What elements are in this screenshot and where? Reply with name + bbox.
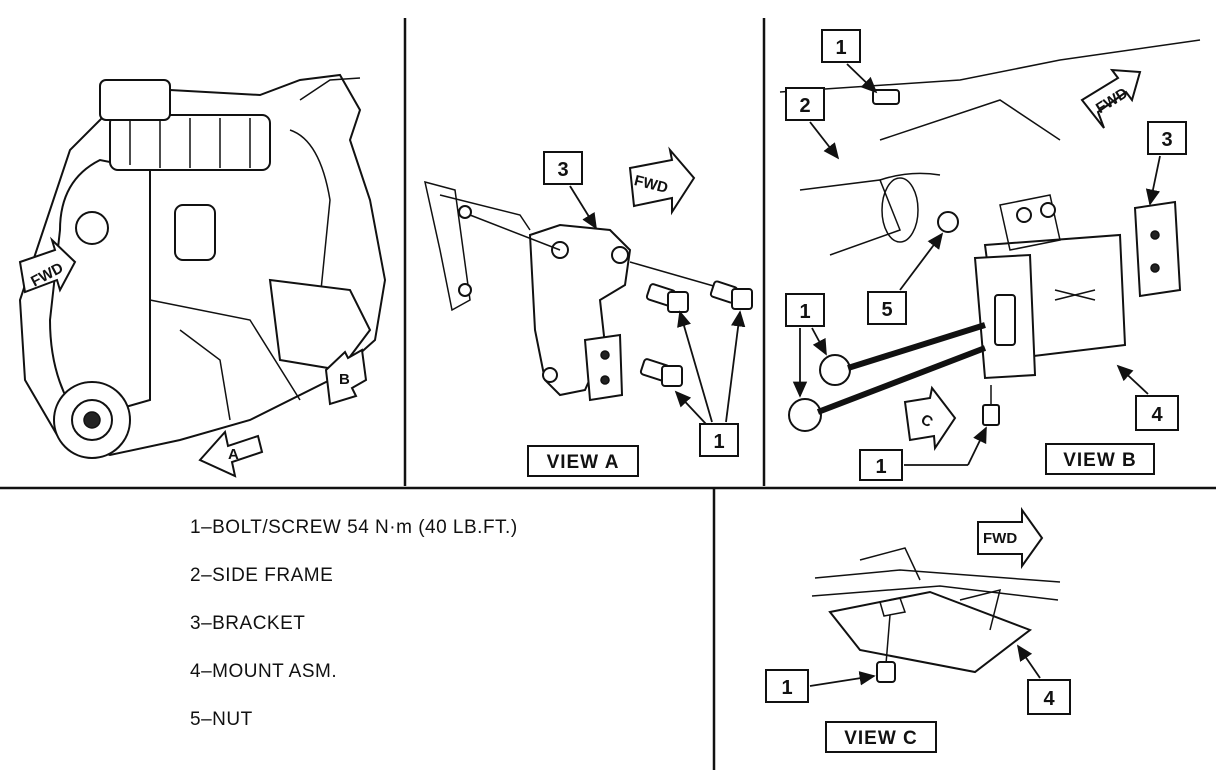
view-b-callout-bolt-bottom-number: 1 [875,456,886,478]
view-b-callout-bolts-left: 1 [785,293,827,398]
view-b-callout-bolt-top-number: 1 [835,37,846,59]
view-b-callout-bolt-top: 1 [821,29,878,94]
view-b-callout-side-frame-number: 2 [799,95,810,117]
view-b-callout-bracket: 3 [1145,121,1187,206]
view-b-callout-mount-number: 4 [1151,404,1163,426]
view-c-label: VIEW C [844,728,918,749]
view-b-callout-bracket-number: 3 [1161,129,1172,151]
legend-item-nut: 5–NUT [190,709,253,730]
engine-illustration [18,73,387,459]
view-b-callout-bolts-left-number: 1 [799,301,810,323]
view-a-label-box: VIEW A [527,445,639,477]
legend-item-mount: 4–MOUNT ASM. [190,661,338,682]
view-c-illustration [811,547,1061,683]
view-a-callout-bolt-number: 1 [713,431,724,453]
arrow-a-label: A [228,446,239,463]
view-c-fwd-arrow: FWD [977,506,1044,570]
view-a-label: VIEW A [547,452,620,473]
legend-item-bolt: 1–BOLT/SCREW 54 N·m (40 LB.FT.) [190,517,518,538]
arrow-a: A [198,429,264,478]
view-c-label-box: VIEW C [825,721,937,753]
view-c-callout-mount: 4 [1016,644,1071,715]
view-b-label-box: VIEW B [1045,443,1155,475]
view-a-callout-bolt: 1 [674,310,746,457]
view-b-callout-mount: 4 [1116,364,1179,431]
view-b-callout-nut-number: 5 [881,299,892,321]
view-b-arrow-c: C [903,385,957,451]
view-a-fwd-arrow: FWD [628,146,696,216]
parts-legend: 1–BOLT/SCREW 54 N·m (40 LB.FT.) 2–SIDE F… [190,516,518,756]
arrow-b: B [324,348,368,406]
view-c-callout-bolt-number: 1 [781,677,792,699]
view-b-label: VIEW B [1063,450,1137,471]
view-a-callout-bracket-number: 3 [557,159,568,181]
view-b-callout-side-frame: 2 [785,87,840,160]
view-b-fwd-arrow: FWD [1080,68,1142,129]
view-c-callout-bolt: 1 [765,669,876,703]
legend-item-bracket: 3–BRACKET [190,613,306,634]
view-b-illustration [779,39,1201,432]
engine-fwd-arrow: FWD [18,236,77,294]
view-c-callout-mount-number: 4 [1043,688,1055,710]
view-a-callout-bracket: 3 [543,151,597,230]
arrow-b-label: B [339,371,350,388]
view-c-fwd-label: FWD [983,530,1017,547]
legend-item-side-frame: 2–SIDE FRAME [190,565,334,586]
view-b-callout-nut: 5 [867,232,944,325]
view-b-callout-bolt-bottom: 1 [859,426,987,481]
view-a-illustration [424,180,753,402]
